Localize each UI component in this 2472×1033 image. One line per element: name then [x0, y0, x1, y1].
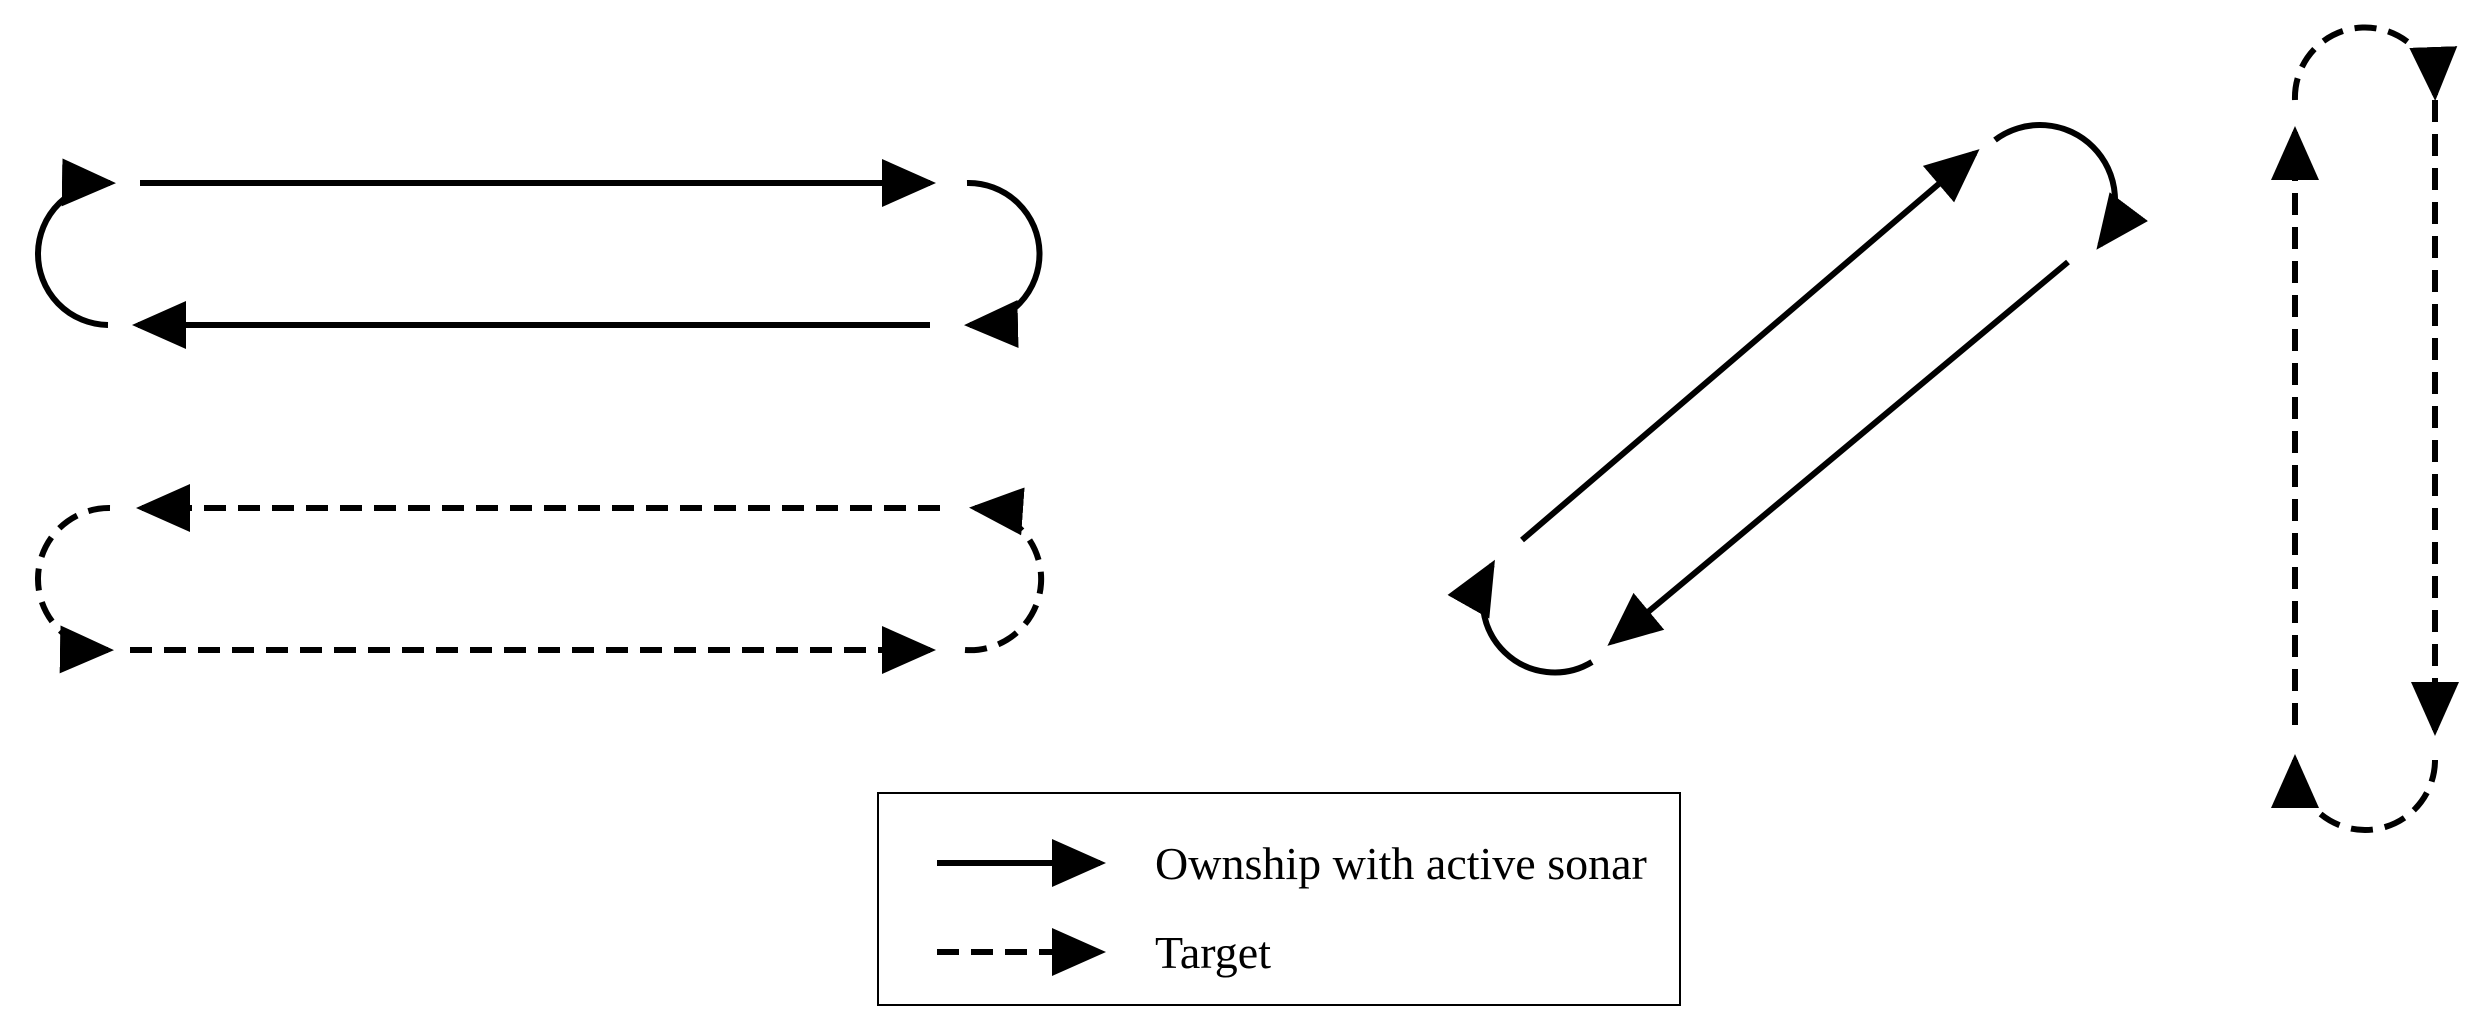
- ownship-diagonal-top-turn: [1993, 122, 2148, 250]
- legend-ownship-label: Ownship with active sonar: [1155, 838, 1647, 889]
- target-racetrack-horizontal: [35, 484, 1045, 674]
- ownship-diagonal-down-leg: [1607, 259, 2070, 646]
- ownship-left-turn: [35, 158, 116, 328]
- ownship-racetrack-diagonal: [1447, 122, 2148, 676]
- ownship-diagonal-bottom-turn: [1447, 559, 1594, 676]
- legend-target-label: Target: [1155, 927, 1271, 978]
- target-right-turn: [964, 487, 1045, 654]
- legend-box: [877, 792, 1681, 1006]
- target-bottom-turn: [2271, 754, 2438, 833]
- ownship-racetrack-horizontal: [35, 158, 1043, 349]
- ownship-diagonal-up-leg: [1520, 149, 1980, 543]
- target-left-turn: [35, 504, 114, 674]
- ownship-right-turn: [964, 179, 1043, 348]
- legend: Ownship with active sonar Target: [877, 792, 1681, 1006]
- target-racetrack-vertical: [2271, 24, 2459, 833]
- target-top-turn: [2291, 24, 2458, 101]
